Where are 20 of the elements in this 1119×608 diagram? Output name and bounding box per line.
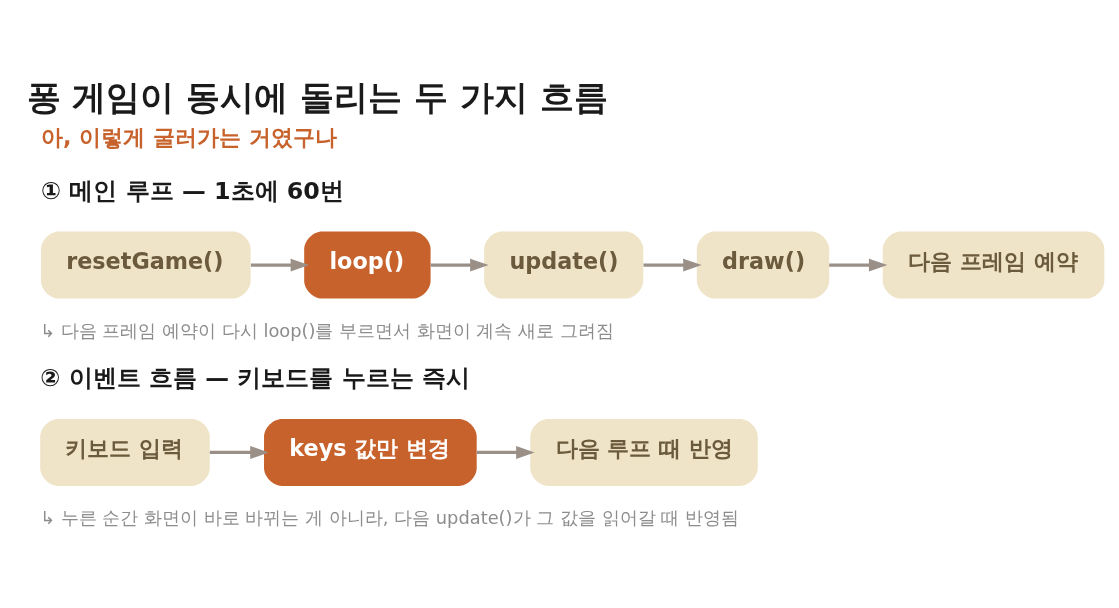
arrow <box>829 258 888 272</box>
node-box: keys 값만 변경 <box>264 418 477 486</box>
node-box: update() <box>484 231 644 299</box>
node-box: resetGame() <box>40 231 251 299</box>
arrow <box>643 258 702 272</box>
label: ↳ 누른 순간 화면이 바로 바뀌는 게 아니라, 다음 update()가 그 값을 읽어갈 때 반영됨 <box>40 506 739 528</box>
label: ↳ 다음 프레임 예약이 다시 loop()를 부르면서 화면이 계속 새로 그려짐 <box>40 319 614 341</box>
arrow <box>250 258 310 272</box>
node-box: draw() <box>696 231 830 299</box>
node-box: 키보드 입력 <box>40 418 210 486</box>
arrow <box>430 258 489 272</box>
arrow <box>476 445 535 459</box>
node-box: 다음 프레임 예약 <box>882 231 1105 299</box>
node-box: loop() <box>304 231 431 299</box>
label: ② 이벤트 흐름 — 키보드를 누르는 즉시 <box>40 363 470 392</box>
arrow <box>209 445 269 459</box>
diagram-title: 퐁 게임이 동시에 돌리는 두 가지 흐름 <box>26 76 608 117</box>
label: 아, 이렇게 굴러가는 거였구나 <box>40 123 337 150</box>
node-box: 다음 루프 때 반영 <box>530 418 758 486</box>
label: ① 메인 루프 — 1초에 60번 <box>40 176 344 205</box>
